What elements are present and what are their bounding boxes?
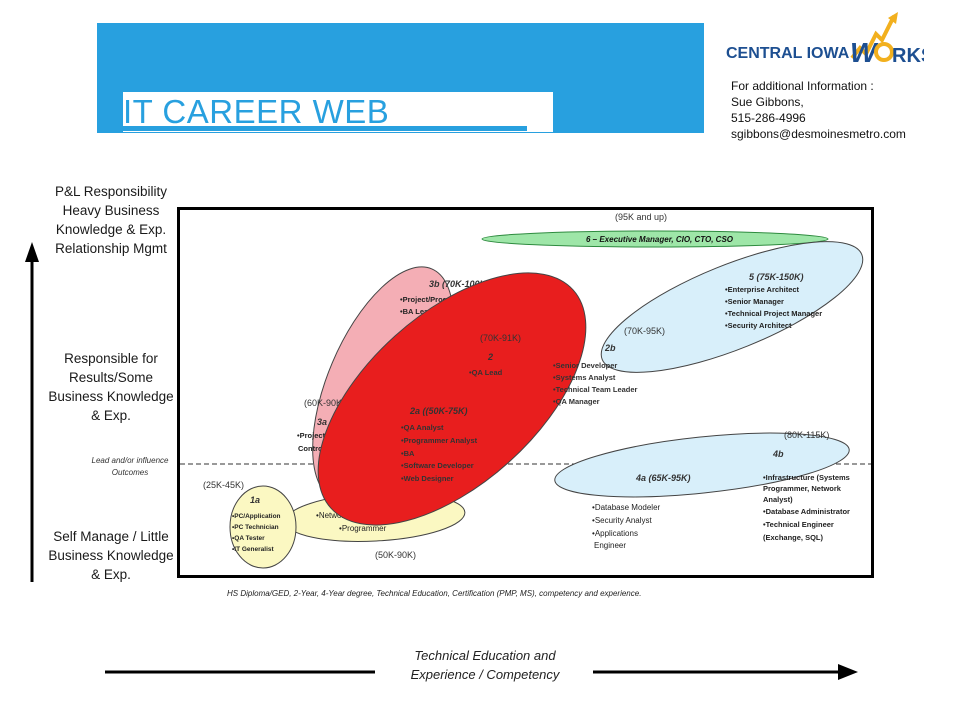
bottom-level-label-line: Business Knowledge xyxy=(48,548,174,563)
level1a-ellipse xyxy=(229,485,297,569)
level2b-item: •Technical Team Leader xyxy=(553,385,638,394)
level1-item: •Programmer xyxy=(339,524,387,533)
top-level-label-line: Relationship Mgmt xyxy=(55,241,167,256)
level4a-item: •Database Modeler xyxy=(592,503,661,512)
level4b-item: Programmer, Network xyxy=(763,484,842,493)
level4b-item: •Technical Engineer xyxy=(763,520,834,529)
level1a-item: •QA Tester xyxy=(232,535,265,542)
level5-item: •Security Architect xyxy=(725,321,792,330)
level2b-item: •Senior Developer xyxy=(553,361,617,370)
mid-level-label-line: Business Knowledge xyxy=(48,389,174,404)
lead-label-line: Outcomes xyxy=(111,468,149,477)
level2b-item: •QA Manager xyxy=(553,397,600,406)
executive-ellipse xyxy=(481,230,829,248)
vertical-arrow-head xyxy=(25,242,39,262)
level4a-item: •Security Analyst xyxy=(592,516,653,525)
level4b-item: •Database Administrator xyxy=(763,507,850,516)
level1a-item: •IT Generalist xyxy=(232,546,274,553)
contact-info: For additional Information : Sue Gibbons… xyxy=(731,78,951,142)
level2a-item: •QA Analyst xyxy=(401,423,444,432)
level1a-item: •PC/Application xyxy=(232,513,281,520)
x-axis-label-line: Experience / Competency xyxy=(410,667,560,682)
logo-o xyxy=(874,42,894,62)
level5-item: •Enterprise Architect xyxy=(725,285,800,294)
level2a-item: •BA xyxy=(401,449,415,458)
level2a-item: •Software Developer xyxy=(401,461,474,470)
salary-25k-label: (25K-45K) xyxy=(203,480,244,490)
contact-line-2: Sue Gibbons, xyxy=(731,95,804,109)
central-iowa-works-logo: CENTRAL IOWA W RKS xyxy=(726,12,924,68)
level4b-title: 4b xyxy=(772,449,784,459)
header-underline xyxy=(97,126,527,131)
top-level-label: P&L Responsibility Heavy Business Knowle… xyxy=(36,182,186,258)
horizontal-arrow xyxy=(105,664,858,680)
level2a-item: •Programmer Analyst xyxy=(401,436,478,445)
footnote: HS Diploma/GED, 2-Year, 4-Year degree, T… xyxy=(227,589,642,598)
mid-level-label-line: Responsible for xyxy=(64,351,158,366)
level2-title: 2 xyxy=(487,352,493,362)
salary-60k-label: (60K-90K) xyxy=(304,398,345,408)
career-web-diagram: 6 – Executive Manager, CIO, CTO, CSO (95… xyxy=(177,207,874,578)
level2a-title: 2a ((50K-75K) xyxy=(409,406,468,416)
level3b-title: 3b (70K-100K) xyxy=(429,279,489,289)
top-level-label-line: Heavy Business xyxy=(62,203,160,218)
bottom-level-label-line: & Exp. xyxy=(91,567,131,582)
level4-ellipse xyxy=(554,432,850,498)
level5-title: 5 (75K-150K) xyxy=(749,272,804,282)
contact-line-1: For additional Information : xyxy=(731,79,874,93)
logo-text-right: RKS xyxy=(892,45,924,67)
level5-item: •Senior Manager xyxy=(725,297,784,306)
bottom-level-label-line: Self Manage / Little xyxy=(53,529,169,544)
logo-arrow-head xyxy=(888,12,898,24)
vertical-arrow xyxy=(25,242,39,582)
level3b-item: •BA Lead xyxy=(400,307,433,316)
level4b-item: Analyst) xyxy=(763,495,793,504)
mid-level-label-line: Results/Some xyxy=(68,370,154,385)
horizontal-arrow-head xyxy=(838,664,858,680)
executive-label: 6 – Executive Manager, CIO, CTO, CSO xyxy=(586,235,734,244)
level4b-item: (Exchange, SQL) xyxy=(763,533,824,542)
level4b-item: •Infrastructure (Systems xyxy=(763,473,850,482)
x-axis-label: Technical Education and Experience / Com… xyxy=(380,646,590,684)
level5-item: •Technical Project Manager xyxy=(725,309,822,318)
x-axis-label-line: Technical Education and xyxy=(414,648,556,663)
logo-swoosh xyxy=(850,15,896,60)
top-level-label-line: P&L Responsibility xyxy=(54,184,168,199)
salary-80k-label: (80K-115K) xyxy=(784,430,829,440)
level2-ellipse xyxy=(317,272,587,526)
lead-influence-label: Lead and/or influence Outcomes xyxy=(70,455,190,479)
level4a-item: Engineer xyxy=(594,541,626,550)
contact-line-3: 515-286-4996 xyxy=(731,111,806,125)
level3a-item: Controller xyxy=(298,444,334,453)
level2b-title: 2b xyxy=(604,343,616,353)
logo-text-left: CENTRAL IOWA xyxy=(726,45,850,62)
level1a-title: 1a xyxy=(250,495,260,505)
level4a-item: •Applications xyxy=(592,529,638,538)
page-title: IT CAREER WEB xyxy=(123,92,553,132)
level3a-title: 3a xyxy=(317,417,327,427)
bottom-level-label: Self Manage / Little Business Knowledge … xyxy=(36,527,186,584)
level4a-title: 4a (65K-95K) xyxy=(635,473,691,483)
salary-70k-91k-label: (70K-91K) xyxy=(480,333,521,343)
salary-50k-label: (50K-90K) xyxy=(375,550,416,560)
level3a-item: •Project xyxy=(297,431,326,440)
level2b-item: •Systems Analyst xyxy=(553,373,616,382)
level2-item: •QA Lead xyxy=(469,368,503,377)
mid-level-label-line: & Exp. xyxy=(91,408,131,423)
lead-label-line: Lead and/or influence xyxy=(91,456,169,465)
contact-email: sgibbons@desmoinesmetro.com xyxy=(731,127,906,141)
top-level-label-line: Knowledge & Exp. xyxy=(55,222,167,237)
level1a-item: •PC Technician xyxy=(232,524,279,531)
level2a-item: •Web Designer xyxy=(401,474,454,483)
salary-70k-95k-label: (70K-95K) xyxy=(624,326,665,336)
salary-95k-label: (95K and up) xyxy=(615,212,667,222)
level5-ellipse xyxy=(600,241,864,373)
mid-level-label: Responsible for Results/Some Business Kn… xyxy=(36,349,186,425)
